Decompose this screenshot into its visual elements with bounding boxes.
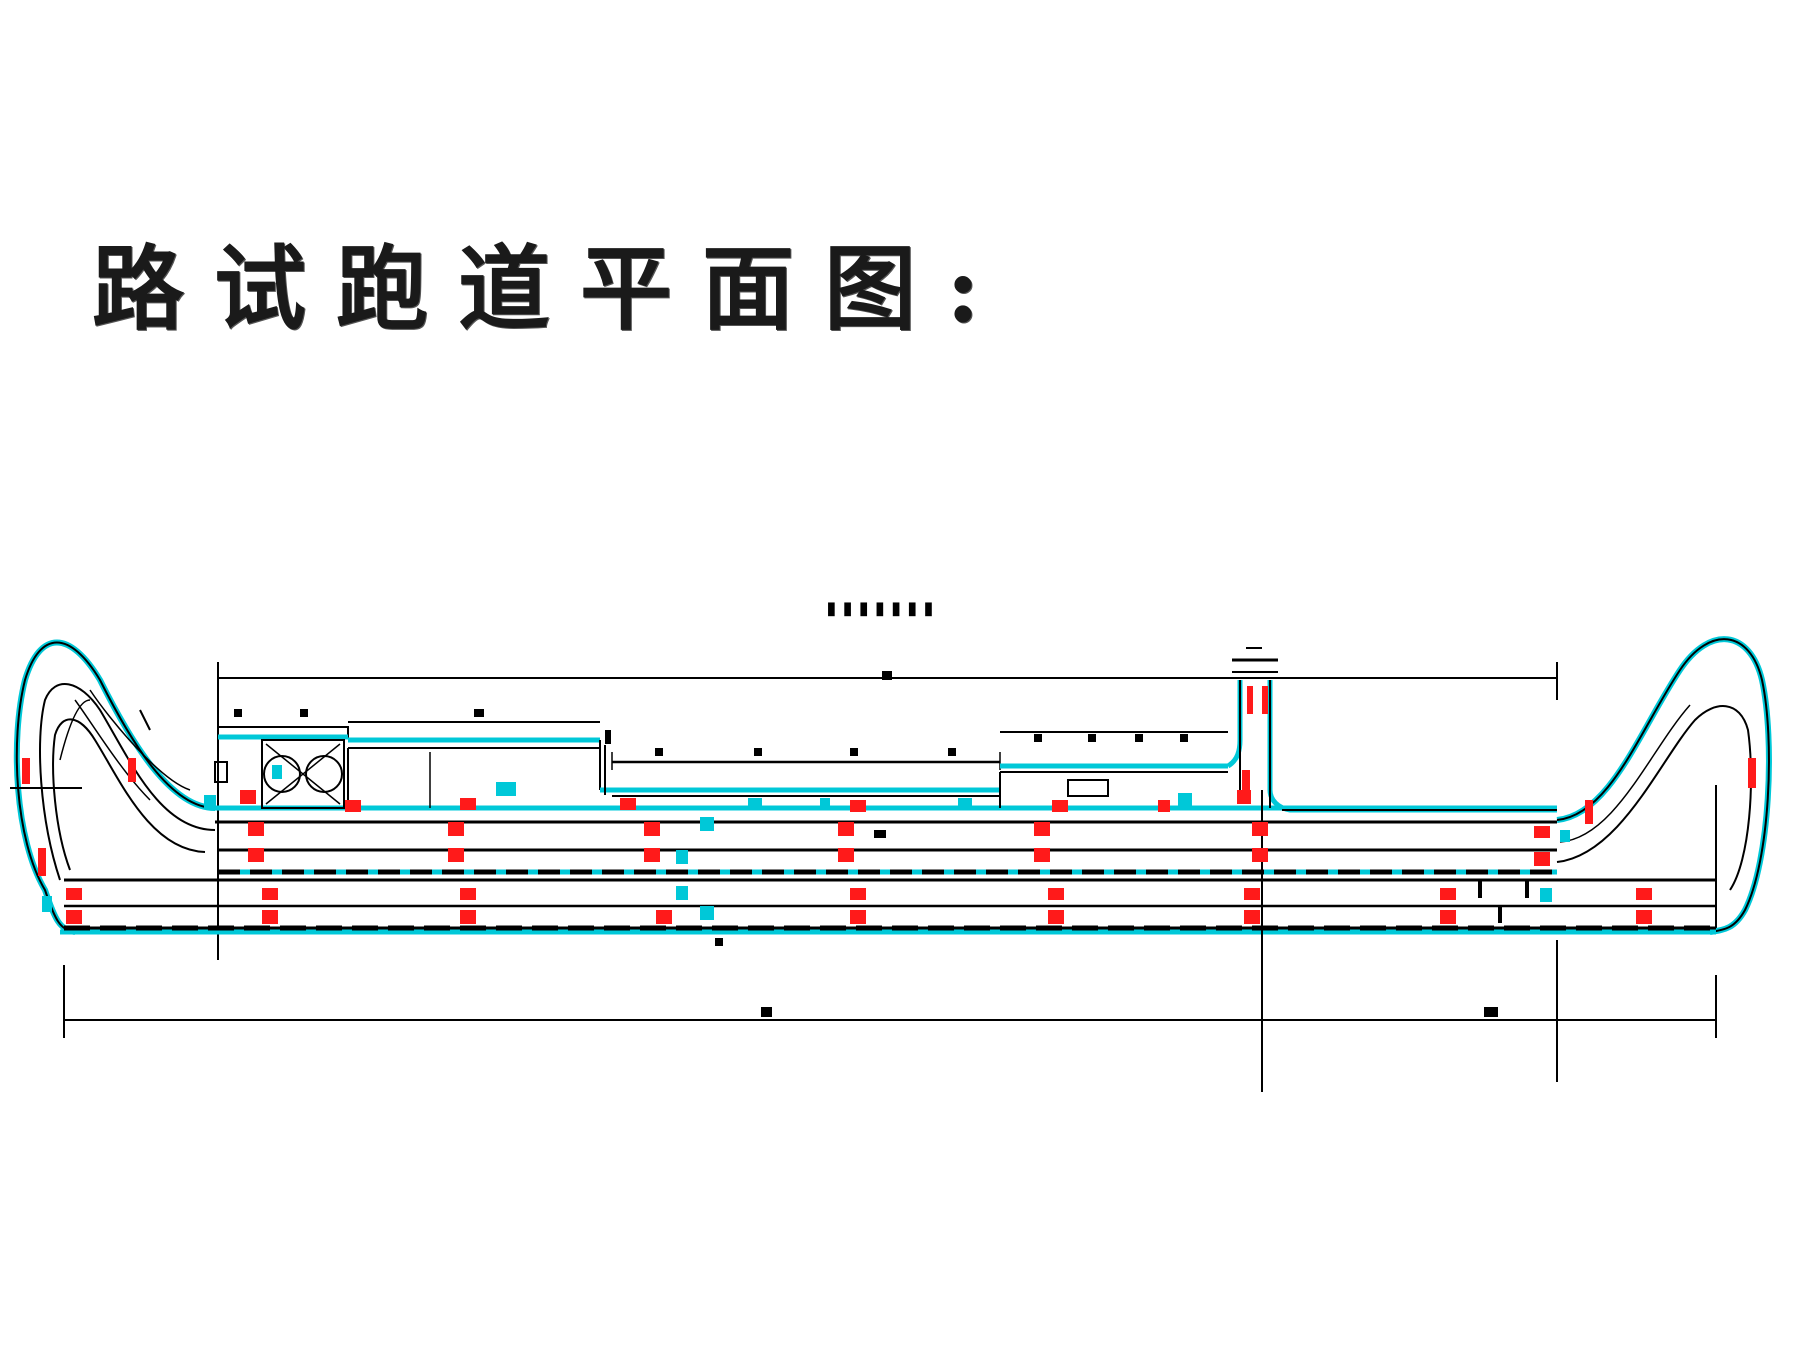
section-tick-marks — [234, 709, 1529, 946]
page-title: 路试跑道平面图: — [92, 235, 1010, 343]
straight-lanes — [60, 805, 1716, 935]
right-loop-track — [1556, 636, 1772, 935]
cyan-markers — [42, 765, 1570, 920]
left-loop-track — [10, 639, 216, 935]
red-direction-markers — [22, 686, 1756, 924]
drawing-caption: ▮ ▮ ▮ ▮ ▮ ▮ ▮ — [827, 598, 934, 619]
upper-test-sections — [214, 647, 1557, 1090]
